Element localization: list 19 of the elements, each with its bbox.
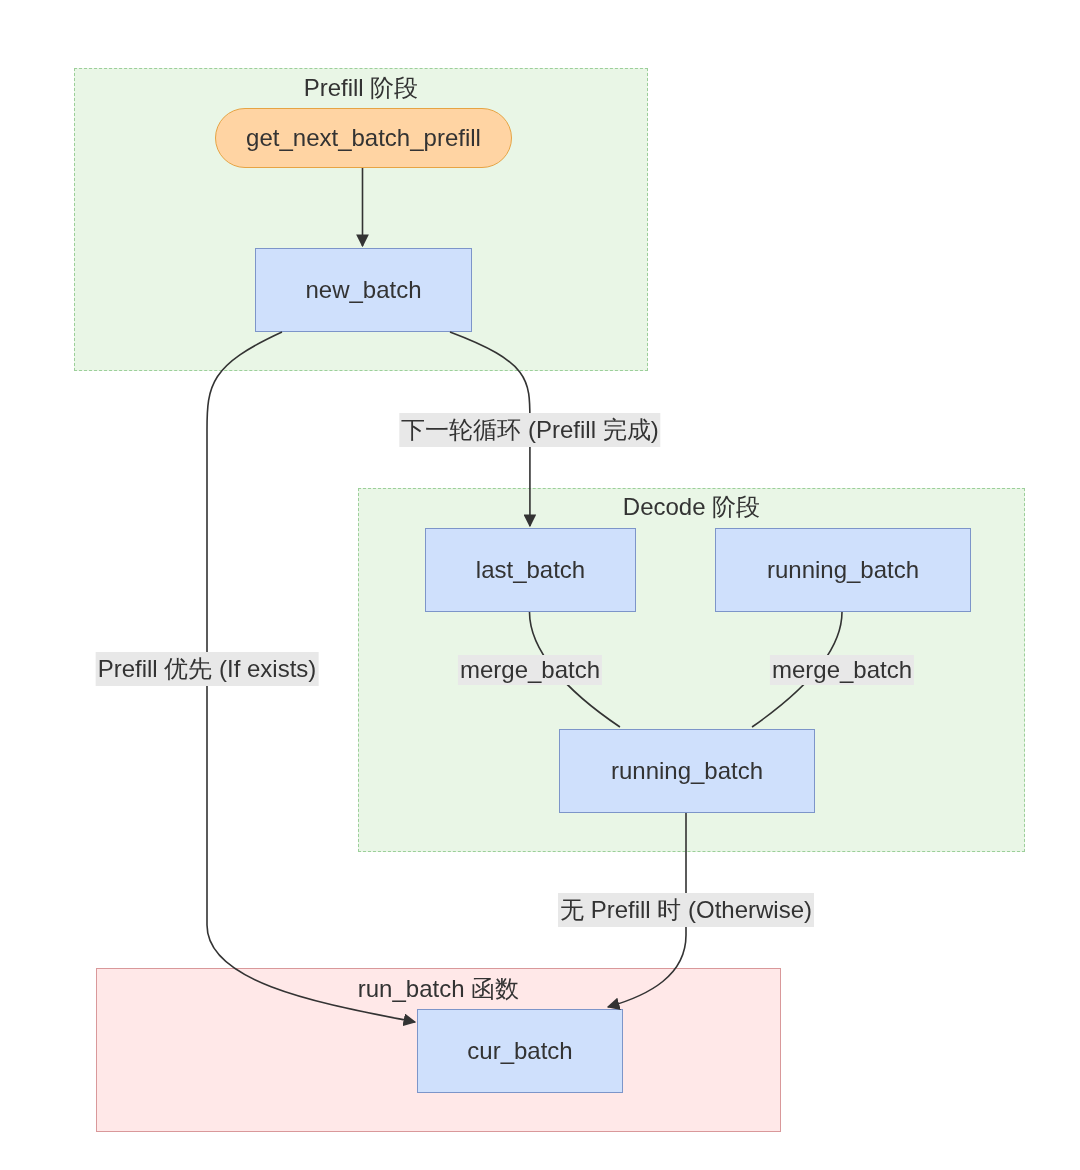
process-box: new_batch — [255, 248, 472, 332]
group-title: run_batch 函数 — [357, 974, 520, 1004]
process-box: running_batch — [715, 528, 971, 612]
process-box: cur_batch — [417, 1009, 623, 1093]
rounded-box: get_next_batch_prefill — [215, 108, 512, 168]
process-box: running_batch — [559, 729, 815, 813]
edge-label: 无 Prefill 时 (Otherwise) — [558, 893, 814, 927]
process-box: last_batch — [425, 528, 636, 612]
group-panel — [358, 488, 1025, 852]
edge-label: merge_batch — [457, 655, 603, 685]
group-title: Decode 阶段 — [622, 492, 761, 522]
group-panel — [74, 68, 648, 371]
group-panel — [96, 968, 781, 1132]
edge-label: 下一轮循环 (Prefill 完成) — [399, 413, 661, 447]
arrow — [206, 331, 417, 1027]
edge-label: merge_batch — [769, 655, 915, 685]
arrow — [356, 167, 369, 248]
edge-label: Prefill 优先 (If exists) — [95, 652, 319, 686]
group-title: Prefill 阶段 — [303, 73, 419, 103]
